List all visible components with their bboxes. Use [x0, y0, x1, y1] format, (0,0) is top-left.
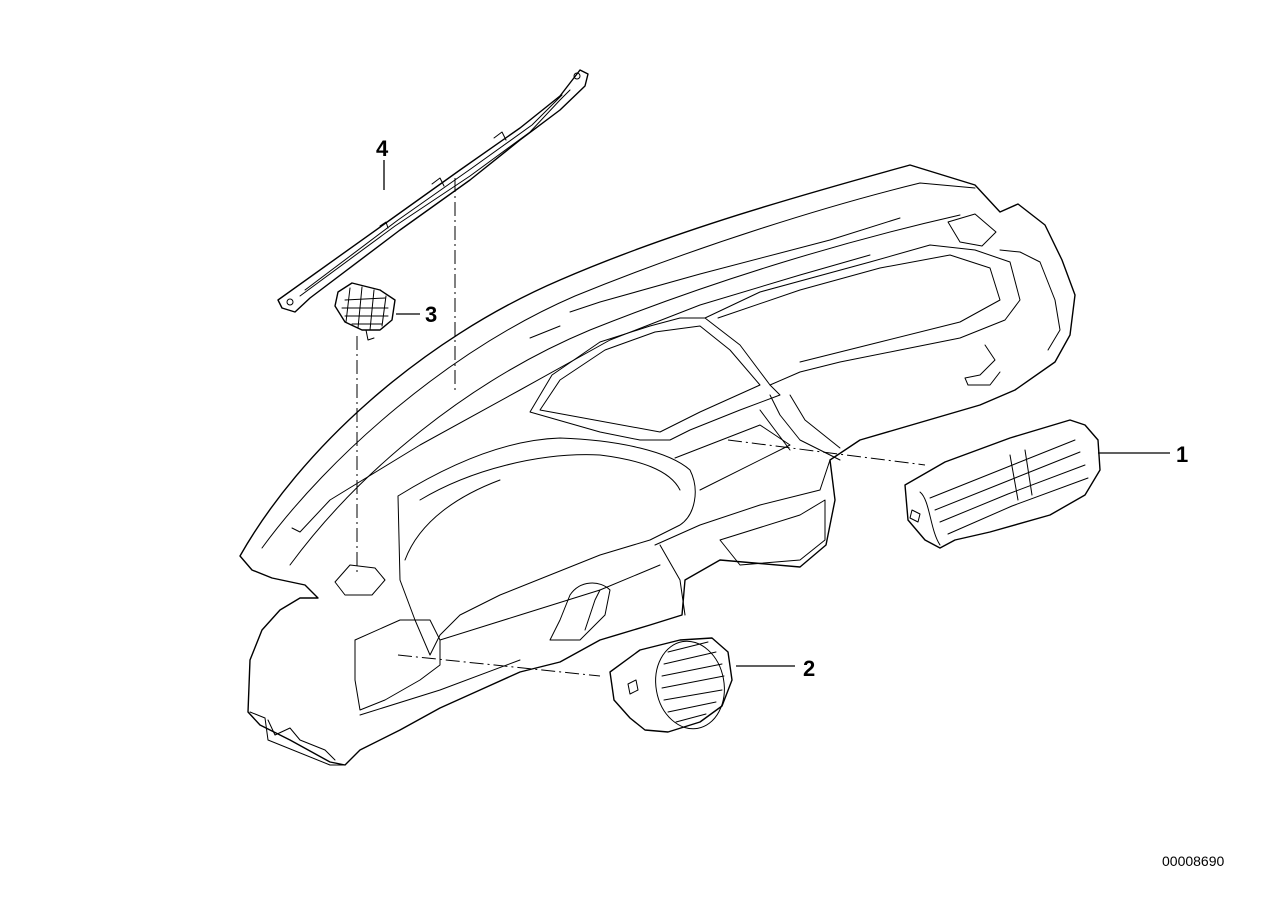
- defroster-vent-strip: [277, 69, 589, 313]
- callout-1: 1: [1176, 442, 1188, 467]
- center-air-vent: [904, 419, 1101, 549]
- dashboard-panel: [239, 164, 1076, 766]
- callout-2: 2: [803, 656, 815, 681]
- left-air-vent: [609, 637, 733, 733]
- drawing-number: 00008690: [1162, 853, 1225, 869]
- assembly-line-part-1: [727, 439, 926, 466]
- side-vent-grille: [334, 282, 396, 341]
- callout-4: 4: [376, 136, 389, 161]
- assembly-line-part-2: [397, 654, 601, 677]
- callout-3: 3: [425, 302, 437, 327]
